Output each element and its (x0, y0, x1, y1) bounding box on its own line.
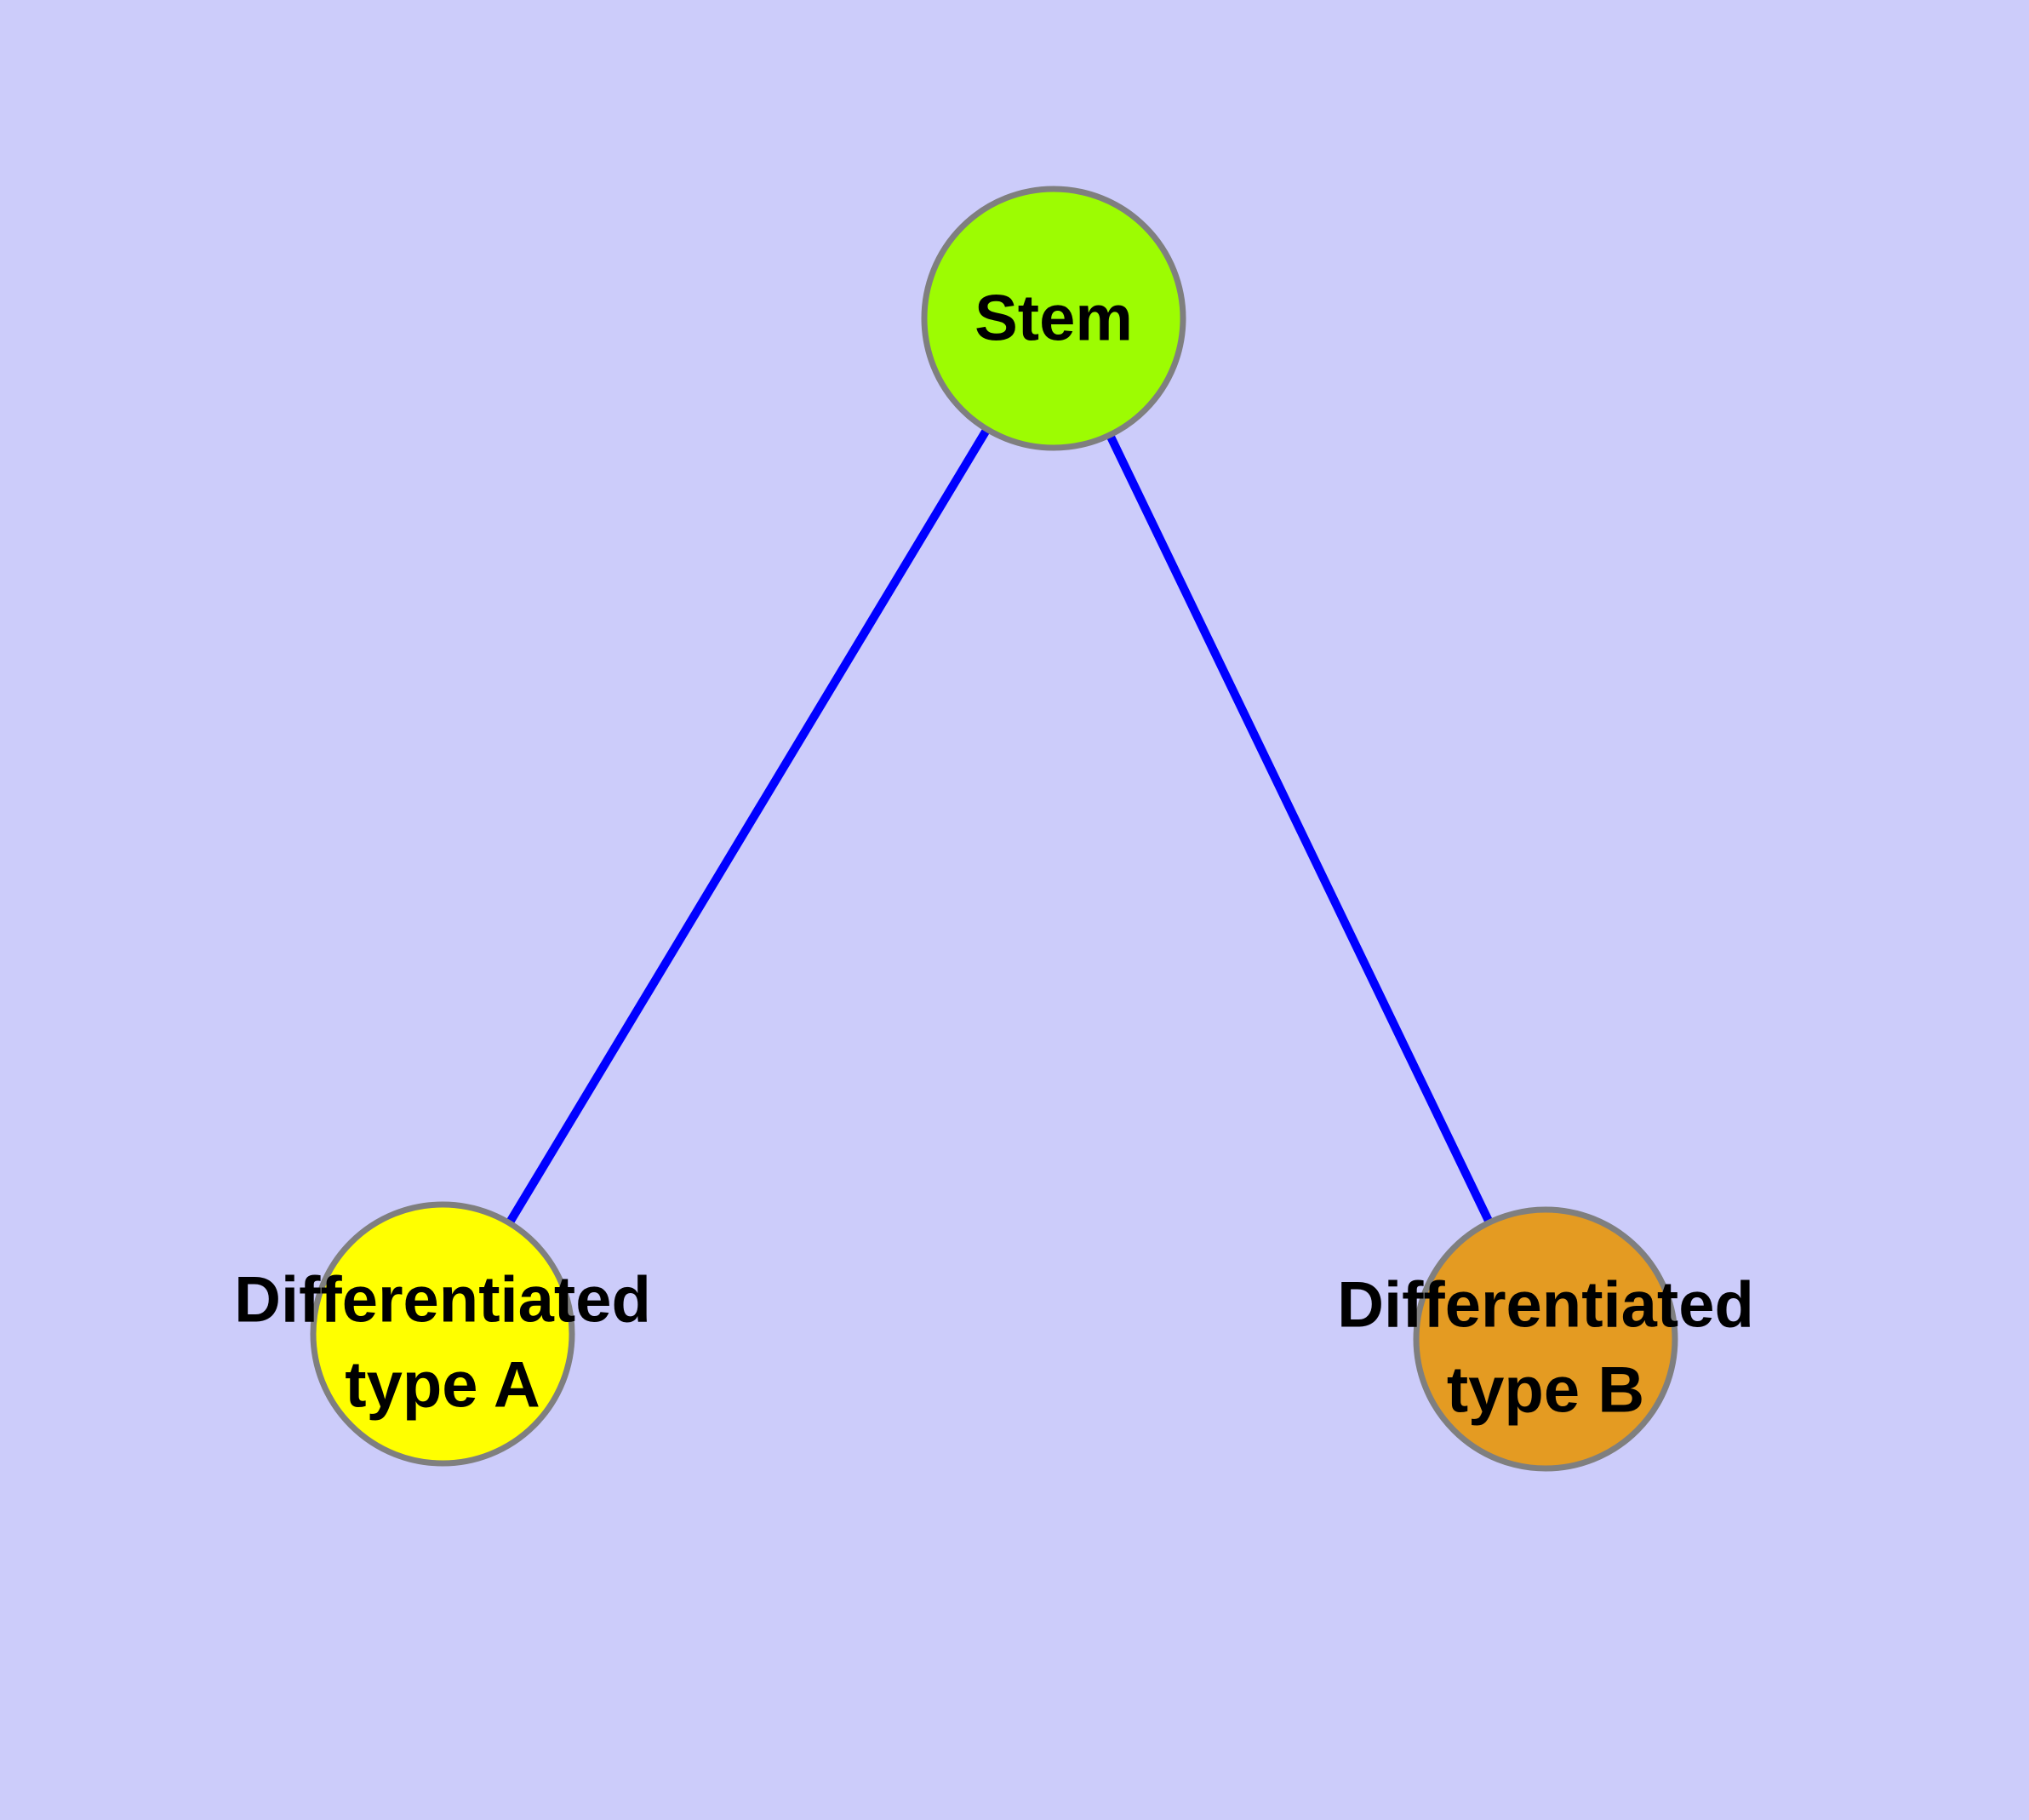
edge-layer (438, 316, 1550, 1342)
node-differentiated-type-a[interactable] (310, 1201, 575, 1467)
node-label-differentiated-type-b-line2: type B (1447, 1354, 1644, 1427)
node-differentiated-type-b[interactable] (1413, 1206, 1678, 1472)
node-label-stem: Stem (974, 283, 1133, 355)
node-label-differentiated-type-b-line1: Differentiated (1337, 1269, 1754, 1342)
node-label-differentiated-type-a-line2: type A (345, 1349, 540, 1422)
node-label-differentiated-type-a-line1: Differentiated (234, 1264, 651, 1336)
edge-stem-to-diff-a[interactable] (438, 316, 1058, 1336)
node-layer (310, 186, 1678, 1472)
edge-stem-to-diff-b[interactable] (1049, 316, 1550, 1342)
node-stem[interactable] (921, 186, 1186, 451)
label-layer: Stem Differentiated type A Differentiate… (234, 283, 1754, 1427)
